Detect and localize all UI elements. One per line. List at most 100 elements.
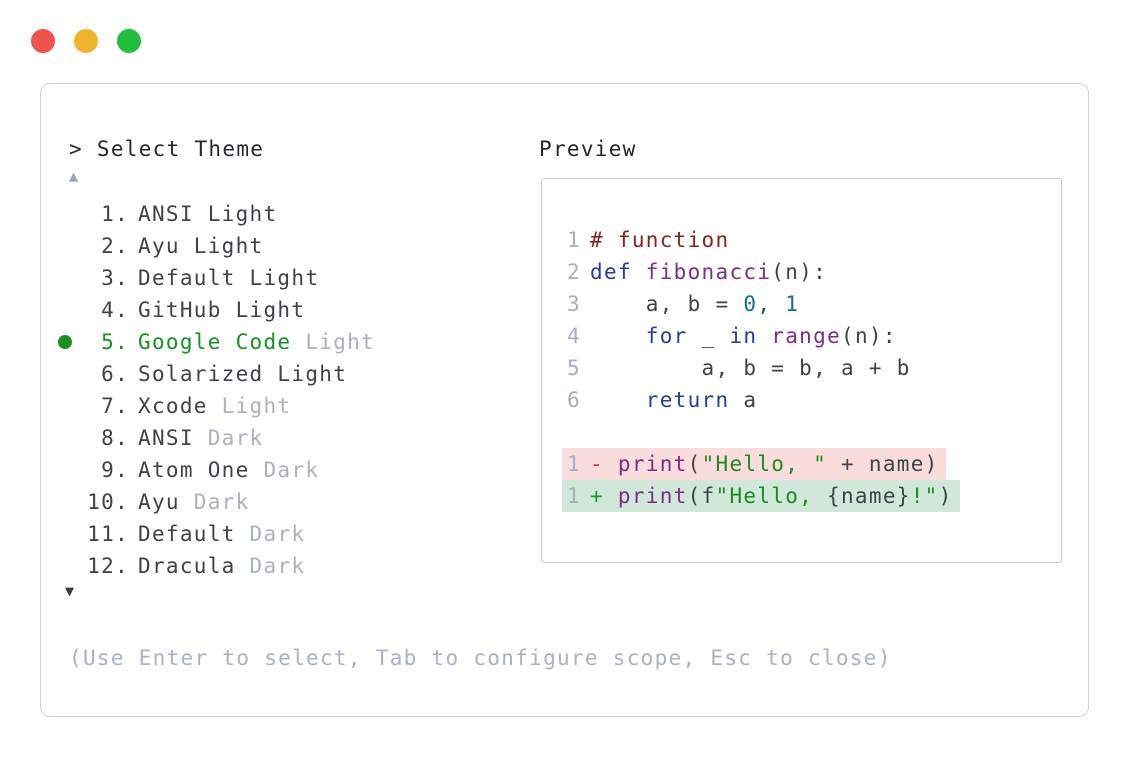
preview-label: Preview [539, 137, 637, 161]
code-token-typ: range [771, 324, 842, 348]
theme-item-name: Google Code [138, 330, 292, 354]
theme-item-xcode-light[interactable]: 7. Xcode Light [41, 390, 521, 422]
code-token-pln: a, b = [590, 292, 744, 316]
selected-bullet-icon [58, 335, 72, 349]
theme-item-number: 11. [87, 522, 129, 546]
code-token-pln [757, 324, 771, 348]
code-line: 2 def fibonacci(n): [542, 256, 1061, 288]
zoom-button-icon[interactable] [117, 29, 141, 53]
theme-item-name: ANSI Light [138, 202, 278, 226]
diff-highlight-added: 1 + print(f"Hello, {name}!") [562, 480, 960, 512]
close-button-icon[interactable] [31, 29, 55, 53]
diff-line-added: 1 + print(f"Hello, {name}!") [542, 480, 1061, 512]
code-token-pln: , [757, 292, 786, 316]
theme-item-number: 4. [101, 298, 129, 322]
keyboard-hint: (Use Enter to select, Tab to configure s… [69, 646, 892, 670]
code-token-typ: fibonacci [645, 260, 772, 284]
theme-item-name: Dracula [138, 554, 236, 578]
line-number: 1 [567, 452, 581, 476]
theme-item-variant: Dark [235, 522, 306, 546]
theme-item-number: 7. [101, 394, 129, 418]
theme-item-ayu-light[interactable]: 2. Ayu Light [41, 230, 521, 262]
scroll-down-icon[interactable]: ▼ [65, 582, 76, 600]
theme-item-name: Xcode [138, 394, 208, 418]
theme-item-number: 1. [101, 202, 129, 226]
theme-item-ansi-light[interactable]: 1. ANSI Light [41, 198, 521, 230]
theme-item-number: 10. [87, 490, 129, 514]
code-token-pln: a [729, 388, 758, 412]
minimize-button-icon[interactable] [74, 29, 98, 53]
code-token-pln: + name) [827, 452, 939, 476]
theme-item-variant: Dark [193, 426, 264, 450]
theme-item-variant: Light [207, 394, 292, 418]
theme-item-name: Ayu [138, 490, 180, 514]
theme-item-number: 6. [101, 362, 129, 386]
theme-item-atom-one-dark[interactable]: 9. Atom One Dark [41, 454, 521, 486]
theme-item-github-light[interactable]: 4. GitHub Light [41, 294, 521, 326]
theme-list: 1. ANSI Light 2. Ayu Light 3. Default Light 4.… [41, 198, 521, 582]
theme-item-name: ANSI [138, 426, 194, 450]
scroll-up-icon[interactable]: ▲ [69, 167, 80, 185]
code-token-kw: def [590, 260, 646, 284]
code-line: 1 # function [542, 224, 1061, 256]
code-line: 5 a, b = b, a + b [542, 352, 1061, 384]
select-theme-prompt: > Select Theme [69, 137, 265, 161]
line-number: 1 [567, 228, 581, 252]
theme-item-ayu-dark[interactable]: 10. Ayu Dark [41, 486, 521, 518]
code-token-pln: (n): [841, 324, 897, 348]
theme-item-default-dark[interactable]: 11. Default Dark [41, 518, 521, 550]
theme-item-variant: Dark [235, 554, 306, 578]
theme-item-number: 2. [101, 234, 129, 258]
code-token-pln: ( [687, 452, 702, 476]
code-token-typ: print [617, 452, 688, 476]
code-token-pln: ) [938, 484, 953, 508]
theme-item-name: Atom One [138, 458, 250, 482]
theme-item-number: 8. [101, 426, 129, 450]
theme-item-solarized-light[interactable]: 6. Solarized Light [41, 358, 521, 390]
code-token-str: "Hello, " [701, 452, 828, 476]
theme-item-variant: Dark [179, 490, 250, 514]
code-token-pln: {name} [827, 484, 911, 508]
code-token-str: "Hello, [715, 484, 828, 508]
theme-item-variant: Dark [249, 458, 320, 482]
code-token-pln: (n): [771, 260, 828, 284]
theme-item-number: 5. [101, 330, 129, 354]
theme-item-ansi-dark[interactable]: 8. ANSI Dark [41, 422, 521, 454]
line-number: 3 [567, 292, 581, 316]
code-token-pln: _ [687, 324, 730, 348]
code-token-lit: 0 [743, 292, 758, 316]
theme-item-name: GitHub Light [138, 298, 306, 322]
code-line: 3 a, b = 0, 1 [542, 288, 1061, 320]
theme-item-default-light[interactable]: 3. Default Light [41, 262, 521, 294]
code-token-com: # function [590, 228, 730, 252]
code-token-kw: return [590, 388, 730, 412]
line-number: 1 [567, 484, 581, 508]
theme-item-number: 12. [87, 554, 129, 578]
code-line: 4 for _ in range(n): [542, 320, 1061, 352]
code-token-typ: print [617, 484, 688, 508]
window-controls [31, 29, 141, 53]
line-number: 6 [567, 388, 581, 412]
theme-item-google-code-light[interactable]: 5. Google Code Light [41, 326, 521, 358]
diff-sign-minus: - [590, 452, 618, 476]
theme-picker-panel: > Select Theme ▲ 1. ANSI Light 2. Ayu Light… [40, 83, 1089, 717]
theme-item-number: 3. [101, 266, 129, 290]
diff-sign-plus: + [590, 484, 618, 508]
theme-item-name: Default Light [138, 266, 320, 290]
theme-item-variant: Light [291, 330, 376, 354]
theme-item-name: Ayu Light [138, 234, 264, 258]
line-number: 2 [567, 260, 581, 284]
theme-item-name: Solarized Light [138, 362, 348, 386]
code-line: 6 return a [542, 384, 1061, 416]
code-token-pln: (f [687, 484, 716, 508]
theme-item-name: Default [138, 522, 236, 546]
code-token-pln: a, b = b, a + b [590, 356, 911, 380]
line-number: 5 [567, 356, 581, 380]
theme-item-dracula-dark[interactable]: 12. Dracula Dark [41, 550, 521, 582]
diff-highlight-removed: 1- print("Hello, " + name) [562, 448, 946, 480]
line-number: 4 [567, 324, 581, 348]
code-token-str: !" [910, 484, 939, 508]
theme-item-number: 9. [101, 458, 129, 482]
